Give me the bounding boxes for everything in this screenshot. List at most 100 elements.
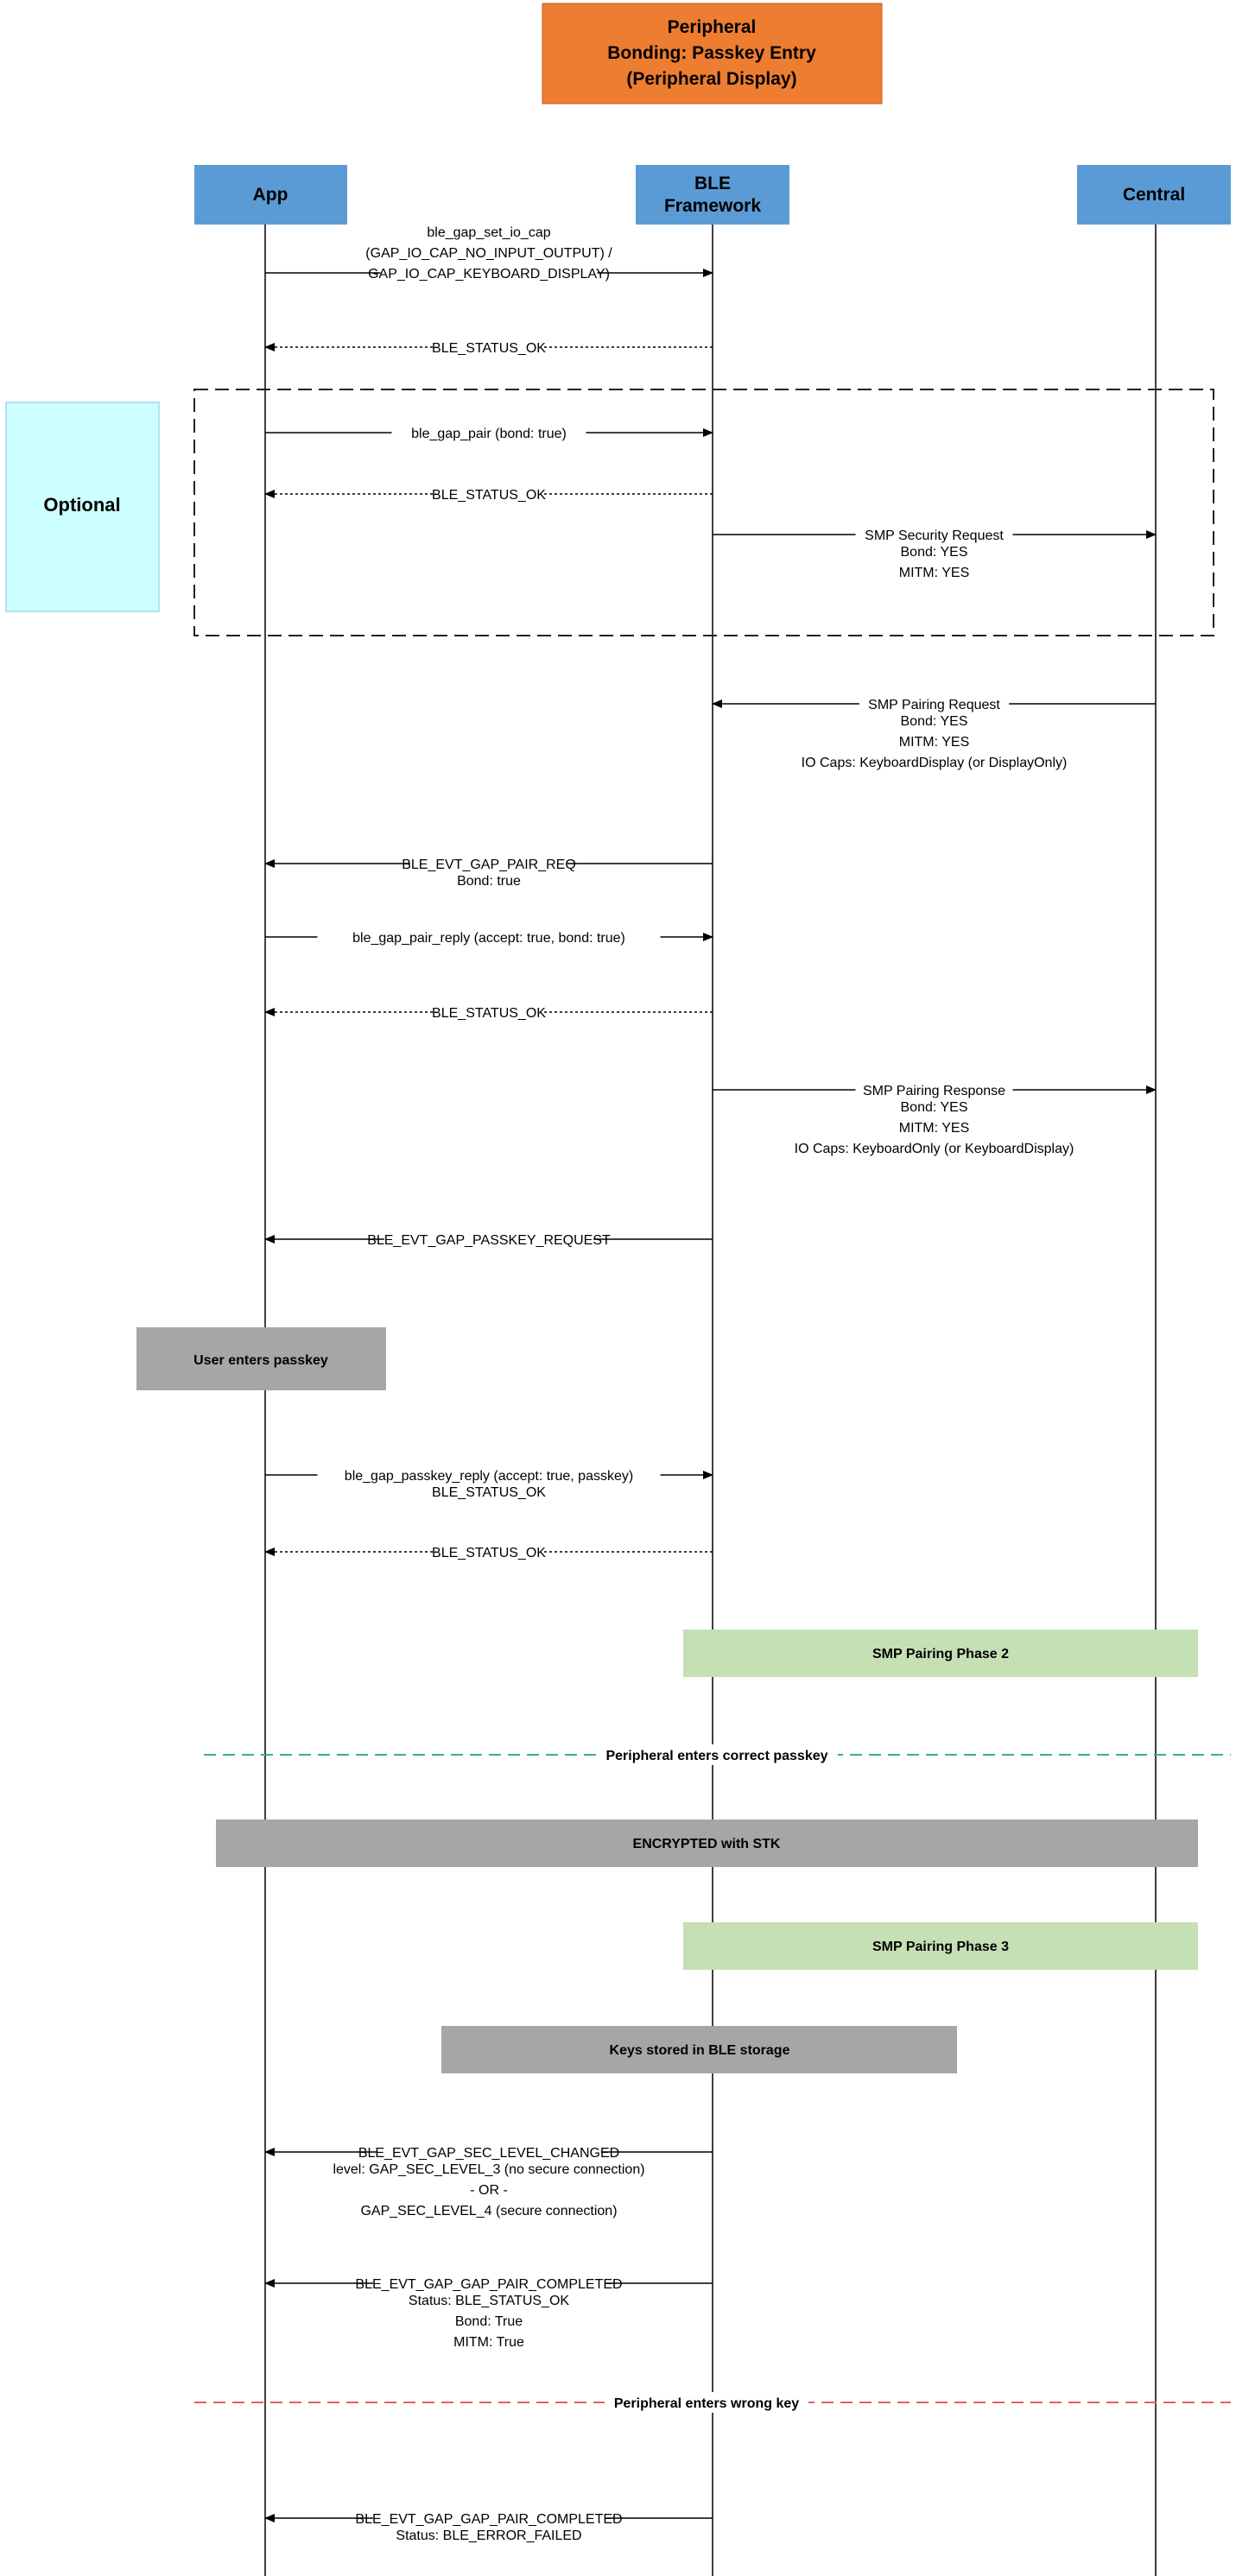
message-label-bg <box>380 264 598 282</box>
message-label: SMP Pairing Response <box>863 1084 1005 1098</box>
optional-group-frame <box>193 389 1214 636</box>
message-label-bg <box>859 695 1010 713</box>
message-detail: GAP_SEC_LEVEL_4 (secure connection) <box>360 2204 617 2218</box>
message-label: BLE_STATUS_OK <box>432 488 546 503</box>
message-label-bg <box>377 2143 601 2161</box>
message-detail: Status: BLE_STATUS_OK <box>409 2294 569 2308</box>
message-detail: MITM: YES <box>899 566 970 580</box>
message-detail: Bond: YES <box>901 1100 968 1115</box>
message-detail: level: GAP_SEC_LEVEL_3 (no secure connec… <box>333 2162 644 2177</box>
message-detail: Status: BLE_ERROR_FAILED <box>396 2529 581 2543</box>
participant-ble-framework: BLE Framework <box>636 165 789 225</box>
message-detail: MITM: YES <box>899 1121 970 1136</box>
note-box <box>136 1327 386 1390</box>
message-detail: IO Caps: KeyboardDisplay (or DisplayOnly… <box>802 756 1068 770</box>
message-12: ble_gap_passkey_reply (accept: true, pas… <box>265 1466 713 1500</box>
message-detail: MITM: YES <box>899 735 970 750</box>
participant-app-box <box>194 165 347 225</box>
message-label: SMP Pairing Request <box>868 698 1000 712</box>
separator-wrong-key: Peripheral enters wrong key <box>194 2392 1231 2413</box>
participant-ble-framework-label-2: Framework <box>664 196 761 216</box>
message-detail: Bond: True <box>455 2314 523 2329</box>
message-label-bg <box>436 485 542 503</box>
participant-ble-framework-label-1: BLE <box>694 174 731 193</box>
message-label: GAP_IO_CAP_KEYBOARD_DISPLAY) <box>368 267 610 282</box>
message-label: BLE_EVT_GAP_GAP_PAIR_COMPLETED <box>355 2512 622 2527</box>
message-label: ble_gap_set_io_cap <box>427 225 550 240</box>
title-line-1: Peripheral <box>668 17 757 37</box>
note-box <box>683 1922 1198 1970</box>
message-label: BLE_STATUS_OK <box>432 341 546 356</box>
message-16: BLE_EVT_GAP_GAP_PAIR_COMPLETED Status: BL… <box>264 2510 713 2543</box>
participant-central-box <box>1077 165 1231 225</box>
note-box <box>216 1820 1198 1867</box>
note-user-enters-passkey: User enters passkey <box>136 1327 386 1390</box>
message-label-bg <box>436 1003 542 1022</box>
message-label: BLE_EVT_GAP_PASSKEY_REQUEST <box>367 1233 611 1248</box>
message-9: BLE_STATUS_OK <box>264 1003 713 1022</box>
message-1: ble_gap_set_io_cap (GAP_IO_CAP_NO_INPUT_O… <box>265 223 713 282</box>
message-label-bg <box>855 1081 1013 1099</box>
message-label: BLE_EVT_GAP_PAIR_REQ <box>402 858 576 872</box>
message-2: BLE_STATUS_OK <box>264 339 713 357</box>
separator-correct-passkey: Peripheral enters correct passkey <box>204 1744 1231 1765</box>
message-label: BLE_EVT_GAP_GAP_PAIR_COMPLETED <box>355 2277 622 2292</box>
title-line-2: Bonding: Passkey Entry <box>607 43 816 63</box>
message-8: ble_gap_pair_reply (accept: true, bond: … <box>265 928 713 946</box>
message-15: BLE_EVT_GAP_GAP_PAIR_COMPLETED Status: BL… <box>264 2275 713 2350</box>
message-label: ble_gap_pair_reply (accept: true, bond: … <box>352 931 625 946</box>
participant-central-label: Central <box>1123 185 1185 205</box>
title-box <box>542 3 883 104</box>
note-smp-pairing-phase-3: SMP Pairing Phase 3 <box>683 1922 1198 1970</box>
message-label: BLE_EVT_GAP_SEC_LEVEL_CHANGED <box>358 2146 619 2161</box>
message-label: ble_gap_pair (bond: true) <box>411 427 567 441</box>
message-label: (GAP_IO_CAP_NO_INPUT_OUTPUT) / <box>365 246 612 261</box>
message-label-bg <box>317 928 661 946</box>
message-label-bg <box>373 2275 605 2293</box>
message-4: BLE_STATUS_OK <box>264 485 713 503</box>
message-label-bg <box>436 1543 542 1561</box>
message-detail: IO Caps: KeyboardOnly (or KeyboardDispla… <box>795 1142 1074 1156</box>
message-label: ble_gap_passkey_reply (accept: true, pas… <box>345 1469 633 1484</box>
note-box <box>683 1630 1198 1677</box>
message-label-bg <box>855 526 1013 544</box>
note-text: User enters passkey <box>193 1353 328 1368</box>
optional-group: Optional <box>5 389 1214 636</box>
message-label-bg <box>373 2510 605 2528</box>
message-label-bg <box>373 244 605 262</box>
message-7: BLE_EVT_GAP_PAIR_REQ Bond: true <box>264 855 713 889</box>
message-label-bg <box>417 223 561 241</box>
message-label-bg <box>317 1466 661 1484</box>
message-detail: Bond: YES <box>901 714 968 729</box>
message-detail: MITM: True <box>453 2335 524 2350</box>
message-label-bg <box>391 424 586 442</box>
message-label-bg <box>410 855 567 873</box>
note-text: SMP Pairing Phase 3 <box>872 1940 1009 1954</box>
message-detail: Bond: true <box>457 874 521 889</box>
message-detail: Bond: YES <box>901 545 968 560</box>
note-text: ENCRYPTED with STK <box>633 1837 781 1851</box>
message-3: ble_gap_pair (bond: true) <box>265 424 713 442</box>
note-smp-pairing-phase-2: SMP Pairing Phase 2 <box>683 1630 1198 1677</box>
message-label-bg <box>436 339 542 357</box>
note-encrypted-with-stk: ENCRYPTED with STK <box>216 1820 1198 1867</box>
message-detail: BLE_STATUS_OK <box>432 1485 546 1500</box>
separator-label-bg <box>605 2392 808 2413</box>
note-box <box>441 2026 957 2073</box>
separator-label: Peripheral enters correct passkey <box>605 1749 827 1763</box>
separator-label: Peripheral enters wrong key <box>614 2396 799 2411</box>
note-text: Keys stored in BLE storage <box>610 2043 790 2058</box>
title-line-3: (Peripheral Display) <box>626 69 796 89</box>
participant-central: Central <box>1077 165 1231 225</box>
participant-app-label: App <box>253 185 288 205</box>
diagram-title: Peripheral Bonding: Passkey Entry (Perip… <box>542 3 883 104</box>
message-11: BLE_EVT_GAP_PASSKEY_REQUEST <box>264 1231 713 1249</box>
optional-note-label: Optional <box>43 494 120 516</box>
note-keys-stored: Keys stored in BLE storage <box>441 2026 957 2073</box>
message-label: BLE_STATUS_OK <box>432 1546 546 1560</box>
